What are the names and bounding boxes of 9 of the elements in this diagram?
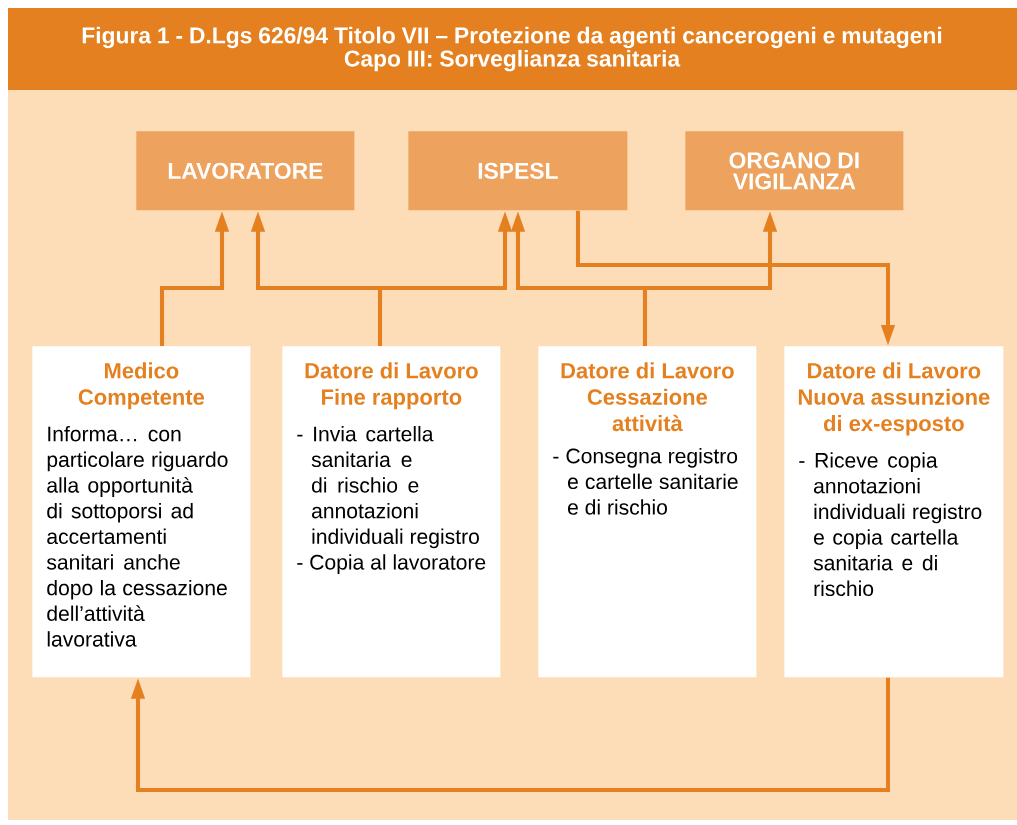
actor-box: Datore di Lavoro Nuova assunzione di ex-esposto - Riceve copia annotazioni individuali registro e copia cartella sanitaria e di rischio [784, 346, 1004, 678]
recipient-box: ORGANO DI VIGILANZA [685, 131, 904, 211]
recipient-box: ISPESL [408, 131, 628, 211]
actor-box: Datore di Lavoro Fine rapporto - Invia cartella sanitaria e di rischio e annotazioni individuali registro - Copia al lavoratore [282, 346, 501, 678]
recipient-box: LAVORATORE [136, 131, 355, 211]
title-banner: Figura 1 - D.Lgs 626/94 Titolo VII – Protezione da agenti cancerogeni e mutageni Capo III: Sorveglianza sanitaria [8, 8, 1017, 90]
actor-box: Medico Competente Informa… con particolare riguardo alla opportunità di sottoporsi ad accertamenti sanitari anche dopo la cessazione dell’attività lavorativa [32, 346, 251, 678]
arrow [130, 677, 890, 793]
actor-box: Datore di Lavoro Cessazione attività - Consegna registro e cartelle sanitarie e di rischio [538, 346, 757, 678]
